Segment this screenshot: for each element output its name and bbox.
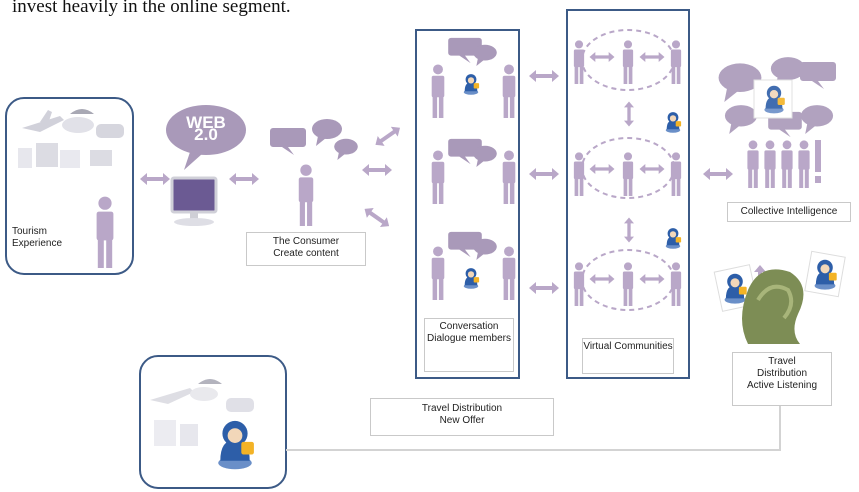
offer-line2: New Offer [439,415,485,426]
conversation-row [431,231,516,300]
double-arrow-icon [529,282,559,294]
web-bubble [166,105,246,155]
double-arrow-icon [529,168,559,180]
conversation-row [431,37,516,118]
virtual-communities-label: Virtual Communities [582,338,674,374]
speech-bubble-icon [270,128,306,155]
offer-box [139,355,287,489]
tourism-label: Tourism Experience [12,226,63,249]
consumer-label-box: The Consumer Create content [246,232,366,266]
exclamation-icon [815,140,821,172]
connector-line [286,404,781,451]
conversation-label: Conversation Dialogue members [424,318,514,372]
collective-bubbles [718,57,836,138]
collective-intelligence-label: Collective Intelligence [727,202,851,222]
double-arrow-icon [140,173,170,185]
web-label: WEB 2.0 [186,113,226,144]
community-people [573,40,682,306]
double-arrow-icon [372,122,404,150]
new-offer-label-box: Travel Distribution New Offer [370,398,554,436]
double-arrow-icon [362,164,392,176]
person-icon [781,140,793,188]
double-arrow-icon [361,204,393,232]
speech-bubble-icon [334,138,358,160]
double-arrow-icon [229,173,259,185]
consumer-label-line1: The Consumer [272,236,340,247]
person-icon [747,140,759,188]
consumer-person-icon [298,164,314,226]
page-text-fragment: invest heavily in the online segment. [12,0,291,17]
double-arrow-icon [703,168,733,180]
offer-line1: Travel Distribution [421,403,503,414]
travel-line1: Travel [768,356,796,367]
travel-icons [18,109,124,168]
conversation-frame [415,29,520,379]
travel-icons [150,379,254,446]
consumer-label-line2: Create content [273,248,339,259]
computer-icon [170,176,218,226]
person-icon [764,140,776,188]
double-arrow-icon [529,70,559,82]
ear-icon [742,269,804,344]
conversation-row [431,138,516,204]
virtual-communities-frame [566,9,690,379]
travel-line2: Distribution [756,368,808,379]
travel-line3: Active Listening [746,380,818,391]
travel-distribution-label-box: Travel Distribution Active Listening [732,352,832,406]
person-icon [798,140,810,188]
